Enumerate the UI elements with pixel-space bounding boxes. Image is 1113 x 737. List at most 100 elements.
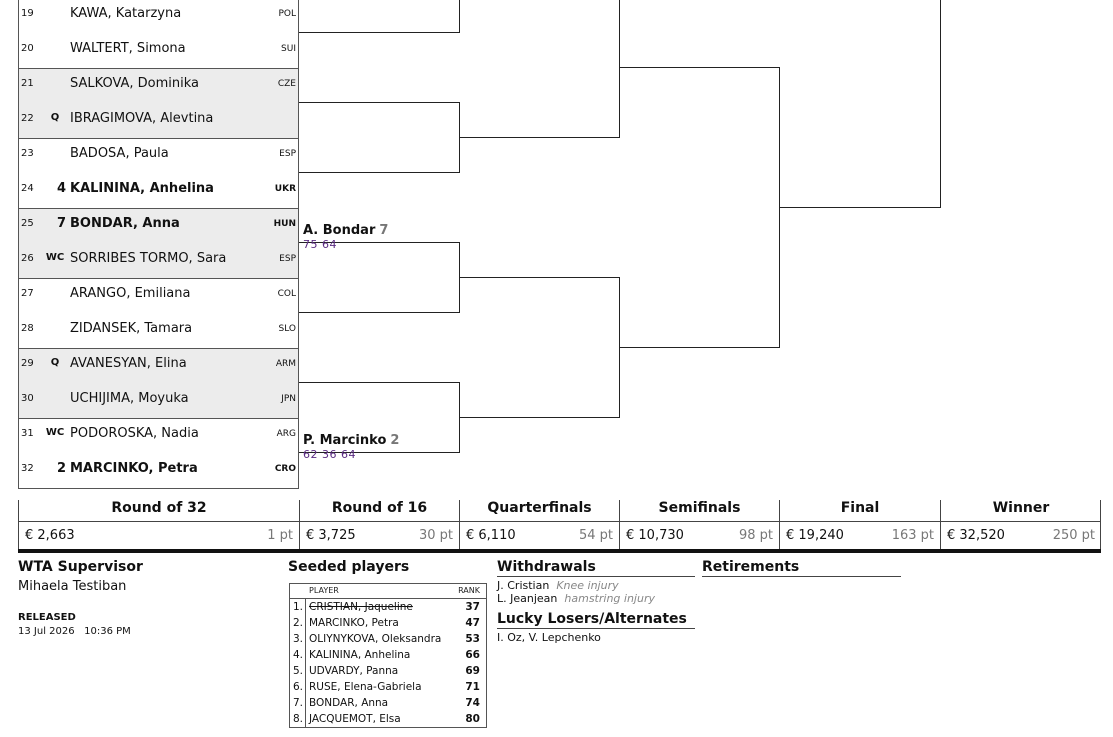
prize-money: € 32,520 bbox=[947, 528, 1005, 543]
player-name: KAWA, Katarzyna bbox=[70, 6, 182, 21]
player-name: WALTERT, Simona bbox=[70, 41, 186, 56]
match-score: 62 36 64 bbox=[303, 448, 356, 461]
withdrawal-item: L. Jeanjean hamstring injury bbox=[497, 592, 695, 605]
supervisor-name: Mihaela Testiban bbox=[18, 579, 127, 594]
seeded-heading: Seeded players bbox=[288, 559, 410, 575]
seed-player-name: CRISTIAN, Jaqueline bbox=[309, 601, 413, 613]
prize-money: € 19,240 bbox=[786, 528, 844, 543]
seed-player-name: KALININA, Anhelina bbox=[309, 649, 411, 661]
seed-rank: 71 bbox=[465, 681, 480, 693]
prize-money: € 3,725 bbox=[306, 528, 356, 543]
draw-player-row: 21 SALKOVA, Dominika CZE bbox=[18, 68, 299, 103]
player-nationality: CRO bbox=[274, 464, 296, 474]
seed-number: 5. bbox=[292, 665, 304, 677]
draw-position: 19 bbox=[21, 8, 34, 19]
player-name: BADOSA, Paula bbox=[70, 146, 169, 161]
player-nationality: SLO bbox=[278, 324, 297, 334]
withdrawal-item: J. Cristian Knee injury bbox=[497, 579, 695, 592]
round-label: Round of 32 bbox=[18, 500, 299, 521]
draw-position: 27 bbox=[21, 288, 34, 299]
draw-position: 21 bbox=[21, 78, 34, 89]
round-label: Semifinals bbox=[619, 500, 779, 521]
draw-position: 30 bbox=[21, 393, 34, 404]
player-nationality: HUN bbox=[273, 219, 296, 229]
player-nationality: CZE bbox=[277, 79, 296, 89]
seed-rank: 80 bbox=[465, 713, 480, 725]
draw-position: 29 bbox=[21, 358, 34, 369]
seed-rank: 47 bbox=[465, 617, 480, 629]
round-label: Round of 16 bbox=[299, 500, 459, 521]
supervisor-section: WTA Supervisor Mihaela Testiban bbox=[18, 559, 143, 594]
match-box bbox=[18, 0, 299, 69]
released-section: RELEASED 13 Jul 2026 10:36 PM bbox=[18, 612, 131, 637]
ranking-points: 54 pt bbox=[578, 528, 613, 543]
player-seed: 7 bbox=[57, 216, 67, 231]
prize-money: € 2,663 bbox=[25, 528, 75, 543]
entry-status: WC bbox=[45, 427, 65, 438]
seed-rank: 74 bbox=[465, 697, 480, 709]
withdrawals-heading: Withdrawals bbox=[497, 559, 695, 577]
seed-player-name: JACQUEMOT, Elsa bbox=[309, 713, 401, 725]
seed-rank: 69 bbox=[465, 665, 480, 677]
ranking-points: 163 pt bbox=[891, 528, 934, 543]
seed-player-name: MARCINKO, Petra bbox=[309, 617, 399, 629]
player-nationality: ARM bbox=[275, 359, 296, 369]
player-name: SALKOVA, Dominika bbox=[70, 76, 200, 91]
seeded-row: 4. KALININA, Anhelina 66 bbox=[290, 647, 486, 663]
retirements-section: Retirements bbox=[702, 559, 901, 577]
lucky-losers-heading: Lucky Losers/Alternates bbox=[497, 611, 695, 629]
player-name: SORRIBES TORMO, Sara bbox=[70, 251, 227, 266]
player-name: IBRAGIMOVA, Alevtina bbox=[70, 111, 214, 126]
seeded-col-player: PLAYER bbox=[309, 586, 339, 595]
entry-status: Q bbox=[50, 112, 60, 123]
seeded-row: 8. JACQUEMOT, Elsa 80 bbox=[290, 711, 486, 727]
seed-rank: 66 bbox=[465, 649, 480, 661]
round-prize-cell: € 32,520 250 pt bbox=[940, 522, 1101, 549]
player-name: ZIDANSEK, Tamara bbox=[70, 321, 193, 336]
draw-position: 20 bbox=[21, 43, 34, 54]
match-score: 75 64 bbox=[303, 238, 337, 251]
ranking-points: 250 pt bbox=[1052, 528, 1095, 543]
withdrawal-reason: hamstring injury bbox=[564, 592, 655, 605]
draw-position: 26 bbox=[21, 253, 34, 264]
player-nationality: UKR bbox=[274, 184, 296, 194]
released-datetime: 13 Jul 2026 10:36 PM bbox=[18, 626, 131, 637]
match-box bbox=[18, 418, 299, 489]
prize-money: € 10,730 bbox=[626, 528, 684, 543]
withdrawal-player: J. Cristian bbox=[497, 579, 550, 592]
withdrawal-reason: Knee injury bbox=[556, 579, 619, 592]
player-nationality: ESP bbox=[279, 254, 296, 264]
draw-position: 32 bbox=[21, 463, 34, 474]
player-name: PODOROSKA, Nadia bbox=[70, 426, 199, 441]
entry-status: WC bbox=[45, 252, 65, 263]
seed-player-name: RUSE, Elena-Gabriela bbox=[309, 681, 422, 693]
lucky-losers-list: I. Oz, V. Lepchenko bbox=[497, 631, 601, 644]
seed-number: 6. bbox=[292, 681, 304, 693]
draw-position: 23 bbox=[21, 148, 34, 159]
draw-position: 28 bbox=[21, 323, 34, 334]
seeded-row: 6. RUSE, Elena-Gabriela 71 bbox=[290, 679, 486, 695]
seed-number: 4. bbox=[292, 649, 304, 661]
seed-number: 8. bbox=[292, 713, 304, 725]
player-nationality: COL bbox=[277, 289, 296, 299]
match-box bbox=[18, 348, 299, 419]
seed-rank: 37 bbox=[465, 601, 480, 613]
retirements-heading: Retirements bbox=[702, 559, 901, 577]
